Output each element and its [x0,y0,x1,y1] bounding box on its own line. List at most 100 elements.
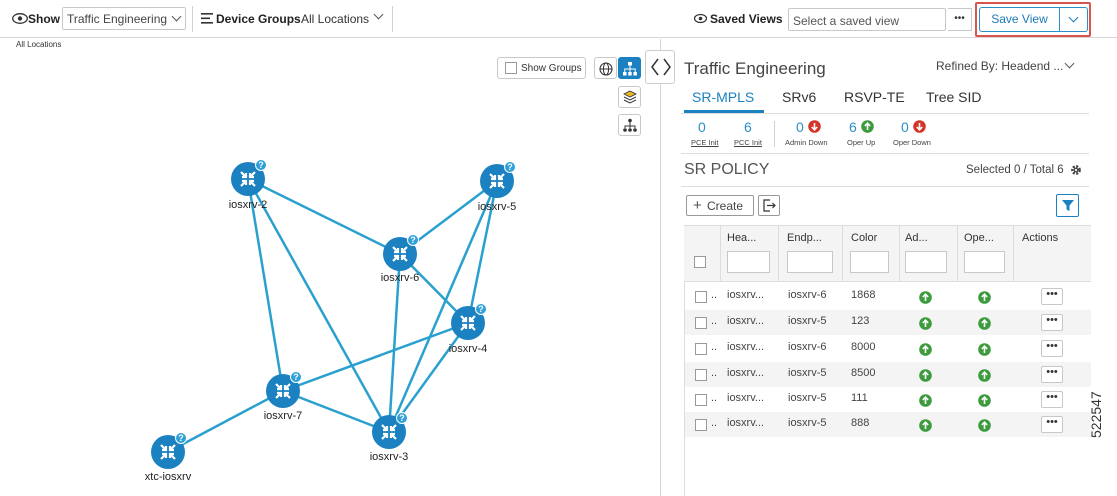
admin-state-filter-input[interactable] [905,251,947,273]
router-node[interactable]: ? [231,159,267,196]
collapse-panel-button[interactable] [645,50,675,84]
row-checkbox[interactable] [695,369,707,381]
row-expander[interactable]: .. [711,367,718,379]
row-actions-button[interactable]: ••• [1041,314,1063,331]
row-checkbox[interactable] [695,291,707,303]
tab-sr-mpls[interactable]: SR-MPLS [692,89,755,105]
topology-view-button[interactable] [618,57,641,79]
row-expander[interactable]: .. [711,315,718,327]
stat-oper-up-value[interactable]: 6 [849,119,857,135]
row-expander[interactable]: .. [711,392,718,404]
stat-pce-init-label[interactable]: PCE Init [691,138,719,147]
tab-tree-sid[interactable]: Tree SID [926,89,982,105]
router-icon [275,383,291,399]
table-row[interactable]: .. iosxrv... iosxrv-5 111 ••• [685,387,1091,412]
column-header-actions: Actions [1022,232,1059,244]
filter-button[interactable] [1056,194,1079,217]
chevron-down-icon [1068,12,1079,23]
oper-state-filter-input[interactable] [964,251,1005,273]
column-header-oper-state[interactable]: Ope... [964,232,994,244]
stat-oper-down-value[interactable]: 0 [901,119,909,135]
unknown-status-icon: ? [255,159,267,171]
row-actions-button[interactable]: ••• [1041,416,1063,433]
row-actions-button[interactable]: ••• [1041,366,1063,383]
router-node[interactable]: ? [372,412,408,449]
admin-up-icon [919,419,932,432]
show-select[interactable]: Traffic Engineering [62,7,186,30]
geo-map-button[interactable] [594,57,617,79]
stat-pce-init-value[interactable]: 0 [698,119,706,135]
cell-headend: iosxrv... [727,392,765,404]
topology-map[interactable]: All Locations Show Groups [0,39,675,496]
row-checkbox[interactable] [695,317,707,329]
show-groups-checkbox[interactable] [505,62,517,74]
top-toolbar: Show Traffic Engineering Device Groups A… [0,0,1117,38]
down-arrow-icon [913,120,926,133]
tabs-divider [681,113,1089,114]
table-row[interactable]: .. iosxrv... iosxrv-5 8500 ••• [685,362,1091,387]
color-filter-input[interactable] [850,251,889,273]
column-header-endpoint[interactable]: Endp... [787,232,822,244]
chevron-down-icon [1064,58,1075,69]
row-actions-button[interactable]: ••• [1041,340,1063,357]
saved-view-select[interactable]: Select a saved view [788,8,946,31]
stat-admin-down-label: Admin Down [785,138,828,147]
column-divider [957,226,958,282]
row-actions-button[interactable]: ••• [1041,391,1063,408]
column-header-headend[interactable]: Hea... [727,232,757,244]
admin-up-icon [919,394,932,407]
row-expander[interactable]: .. [711,417,718,429]
row-expander[interactable]: .. [711,341,718,353]
tab-srv6[interactable]: SRv6 [782,89,817,105]
export-button[interactable] [758,195,780,216]
saved-view-more-button[interactable]: ••• [948,8,972,31]
column-header-admin-state[interactable]: Ad... [905,232,928,244]
select-all-checkbox[interactable] [694,256,706,268]
row-checkbox[interactable] [695,419,707,431]
cell-color: 123 [851,315,870,327]
endpoint-filter-input[interactable] [787,251,833,273]
headend-filter-input[interactable] [727,251,770,273]
admin-up-icon [919,369,932,382]
row-checkbox[interactable] [695,343,707,355]
table-row[interactable]: .. iosxrv... iosxrv-5 123 ••• [685,310,1091,335]
panel-title: Traffic Engineering [684,59,826,78]
unknown-status-icon: ? [475,303,487,315]
admin-up-icon [919,343,932,356]
list-icon [201,13,213,24]
save-view-button[interactable]: Save View [979,7,1060,32]
cell-endpoint: iosxrv-5 [788,315,827,327]
node-label: iosxrv-5 [477,201,517,213]
stat-pcc-init-label[interactable]: PCC Init [734,138,762,147]
cell-headend: iosxrv... [727,341,765,353]
device-groups-select[interactable]: All Locations [301,9,387,28]
router-node[interactable]: ? [480,161,516,198]
tab-rsvp-te[interactable]: RSVP-TE [844,89,905,105]
create-button-label: Create [707,199,744,213]
row-actions-button[interactable]: ••• [1041,288,1063,305]
table-left-border [684,225,685,496]
table-row[interactable]: .. iosxrv... iosxrv-5 888 ••• [685,412,1091,437]
stat-pcc-init-value[interactable]: 6 [744,119,752,135]
router-node[interactable]: ? [266,371,302,408]
router-node[interactable]: ? [383,234,419,271]
table-row[interactable]: .. iosxrv... iosxrv-6 8000 ••• [685,336,1091,361]
selection-summary: Selected 0 / Total 6 [966,164,1064,176]
row-expander[interactable]: .. [711,289,718,301]
refined-by-dropdown[interactable]: Refined By: Headend ... [936,58,1076,75]
show-groups-toggle[interactable]: Show Groups [497,57,586,79]
table-row[interactable]: .. iosxrv... iosxrv-6 1868 ••• [685,284,1091,309]
save-view-dropdown-button[interactable] [1060,7,1088,32]
node-label: xtc-iosxrv [144,471,192,483]
router-node[interactable]: ? [151,432,187,469]
layers-button[interactable] [618,86,641,108]
node-label: iosxrv-6 [380,272,420,284]
create-button[interactable]: + Create [686,195,754,216]
router-node[interactable]: ? [451,303,487,340]
column-header-color[interactable]: Color [851,232,878,244]
stat-admin-down-value[interactable]: 0 [796,119,804,135]
gear-icon[interactable] [1070,164,1082,176]
row-checkbox[interactable] [695,394,707,406]
layout-button[interactable] [618,114,641,136]
device-groups-label: Device Groups [216,12,301,26]
